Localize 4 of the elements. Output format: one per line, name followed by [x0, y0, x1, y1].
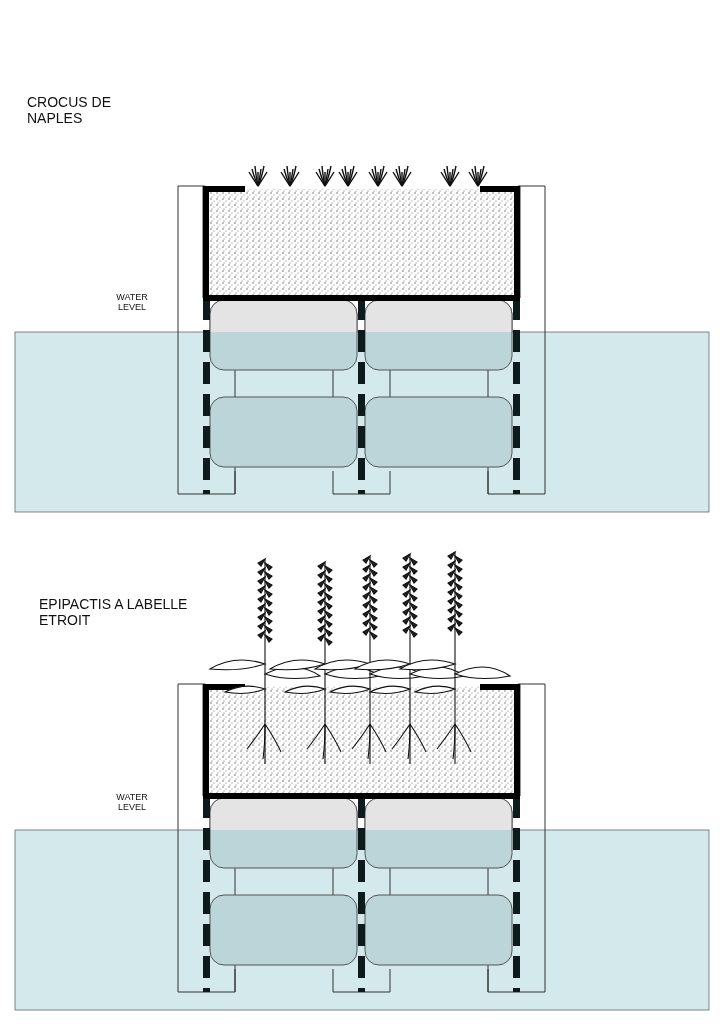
water-level-label: WATER LEVEL — [115, 792, 149, 813]
water-level-label: WATER LEVEL — [115, 292, 149, 313]
plant-name-label: CROCUS DE NAPLES — [27, 94, 112, 127]
plant-name-label: EPIPACTIS A LABELLE ETROIT — [39, 596, 189, 629]
